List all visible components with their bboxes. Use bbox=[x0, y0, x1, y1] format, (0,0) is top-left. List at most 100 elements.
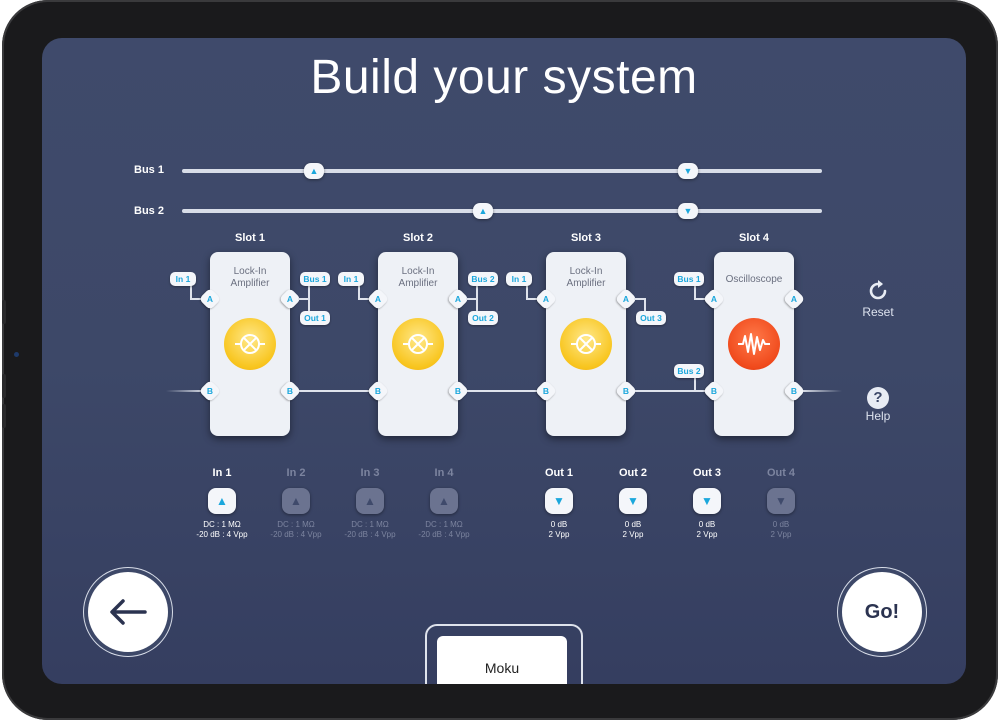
input-1-button[interactable]: ▲ bbox=[208, 488, 236, 514]
input-1[interactable]: In 1 ▲ DC : 1 MΩ -20 dB : 4 Vpp bbox=[196, 467, 248, 539]
output-2[interactable]: Out 2 ▼ 0 dB 2 Vpp bbox=[618, 467, 648, 539]
wire bbox=[694, 374, 696, 390]
help-label: Help bbox=[865, 409, 891, 423]
triangle-up-icon: ▲ bbox=[309, 165, 319, 176]
slot-1-port-a-in[interactable]: A bbox=[198, 287, 222, 311]
wire bbox=[466, 298, 478, 300]
slot-1-output-chip[interactable]: Out 1 bbox=[300, 311, 330, 325]
wire bbox=[358, 284, 360, 300]
bus-2-input-marker[interactable]: ▲ bbox=[473, 203, 493, 219]
device-selector[interactable]: Moku bbox=[437, 636, 567, 684]
go-button[interactable]: Go! bbox=[842, 572, 922, 652]
input-4[interactable]: In 4 ▲ DC : 1 MΩ -20 dB : 4 Vpp bbox=[418, 467, 470, 539]
triangle-up-icon: ▲ bbox=[478, 205, 488, 216]
bus-2-label: Bus 2 bbox=[134, 205, 164, 217]
help-icon: ? bbox=[867, 387, 889, 409]
slot-1-input-a-chip[interactable]: In 1 bbox=[170, 272, 196, 286]
slot-1-instrument-name: Lock-In Amplifier bbox=[230, 266, 270, 289]
triangle-up-icon: ▲ bbox=[438, 494, 450, 508]
slot-2-output-chip[interactable]: Bus 2 bbox=[468, 272, 498, 286]
volume-button bbox=[2, 300, 6, 324]
wire bbox=[694, 298, 710, 300]
output-4-button[interactable]: ▼ bbox=[767, 488, 795, 514]
output-4[interactable]: Out 4 ▼ 0 dB 2 Vpp bbox=[766, 467, 796, 539]
back-button[interactable] bbox=[88, 572, 168, 652]
slot-2-instrument-card[interactable]: Lock-In Amplifier bbox=[378, 252, 458, 436]
bus-2-track[interactable] bbox=[182, 209, 822, 213]
bus-1-input-marker[interactable]: ▲ bbox=[304, 163, 324, 179]
triangle-down-icon: ▼ bbox=[775, 494, 787, 508]
slot-3-port-b-in[interactable]: B bbox=[534, 379, 558, 403]
bus-1-track[interactable] bbox=[182, 169, 822, 173]
help-button[interactable]: ? Help bbox=[848, 387, 908, 423]
wire bbox=[476, 286, 478, 320]
slot-4-port-a-in[interactable]: A bbox=[702, 287, 726, 311]
triangle-up-icon: ▲ bbox=[290, 494, 302, 508]
triangle-up-icon: ▲ bbox=[216, 494, 228, 508]
camera bbox=[14, 352, 19, 357]
volume-button bbox=[2, 374, 6, 398]
triangle-down-icon: ▼ bbox=[701, 494, 713, 508]
lock-in-amplifier-icon bbox=[560, 318, 612, 370]
slot-4-instrument-card[interactable]: Oscilloscope bbox=[714, 252, 794, 436]
volume-button bbox=[2, 404, 6, 428]
reset-button[interactable]: Reset bbox=[848, 278, 908, 319]
triangle-down-icon: ▼ bbox=[553, 494, 565, 508]
wire bbox=[308, 286, 310, 320]
slot-3-instrument-card[interactable]: Lock-In Amplifier bbox=[546, 252, 626, 436]
output-1-button[interactable]: ▼ bbox=[545, 488, 573, 514]
input-3-button[interactable]: ▲ bbox=[356, 488, 384, 514]
slot-4-port-b-in[interactable]: B bbox=[702, 379, 726, 403]
output-3[interactable]: Out 3 ▼ 0 dB 2 Vpp bbox=[692, 467, 722, 539]
slot-1-port-b-out[interactable]: B bbox=[278, 379, 302, 403]
input-3[interactable]: In 3 ▲ DC : 1 MΩ -20 dB : 4 Vpp bbox=[344, 467, 396, 539]
device-selector-frame bbox=[425, 624, 583, 684]
reset-icon bbox=[869, 280, 887, 300]
slot-2-label: Slot 2 bbox=[403, 232, 433, 244]
input-2-button[interactable]: ▲ bbox=[282, 488, 310, 514]
slot-4-input-b-chip[interactable]: Bus 2 bbox=[674, 364, 704, 378]
input-2[interactable]: In 2 ▲ DC : 1 MΩ -20 dB : 4 Vpp bbox=[270, 467, 322, 539]
page-title: Build your system bbox=[310, 51, 698, 104]
output-1[interactable]: Out 1 ▼ 0 dB 2 Vpp bbox=[544, 467, 574, 539]
wire bbox=[644, 298, 646, 320]
slot-3-port-a-in[interactable]: A bbox=[534, 287, 558, 311]
slot-4-input-a-chip[interactable]: Bus 1 bbox=[674, 272, 704, 286]
slot-2-port-b-in[interactable]: B bbox=[366, 379, 390, 403]
wire bbox=[358, 298, 374, 300]
slot-4-instrument-name: Oscilloscope bbox=[725, 274, 783, 285]
triangle-down-icon: ▼ bbox=[627, 494, 639, 508]
slot-1-instrument-card[interactable]: Lock-In Amplifier bbox=[210, 252, 290, 436]
output-3-button[interactable]: ▼ bbox=[693, 488, 721, 514]
slot-1-port-b-in[interactable]: B bbox=[198, 379, 222, 403]
slot-2-port-b-out[interactable]: B bbox=[446, 379, 470, 403]
slot-1-output-chip[interactable]: Bus 1 bbox=[300, 272, 330, 286]
slot-4-port-b-out[interactable]: B bbox=[782, 379, 806, 403]
slot-2-instrument-name: Lock-In Amplifier bbox=[398, 266, 438, 289]
slot-3-output-chip[interactable]: Out 3 bbox=[636, 311, 666, 325]
slot-2-input-a-chip[interactable]: In 1 bbox=[338, 272, 364, 286]
wire bbox=[526, 298, 542, 300]
wire bbox=[190, 284, 192, 300]
lock-in-amplifier-icon bbox=[224, 318, 276, 370]
slot-3-port-b-out[interactable]: B bbox=[614, 379, 638, 403]
wire bbox=[526, 284, 528, 300]
slot-3-input-a-chip[interactable]: In 1 bbox=[506, 272, 532, 286]
signal-chain-line bbox=[166, 390, 842, 392]
output-2-button[interactable]: ▼ bbox=[619, 488, 647, 514]
wire bbox=[298, 298, 310, 300]
bus-2-output-marker[interactable]: ▼ bbox=[678, 203, 698, 219]
wire bbox=[694, 284, 696, 300]
reset-label: Reset bbox=[862, 305, 894, 319]
slot-1-label: Slot 1 bbox=[235, 232, 265, 244]
bus-1-output-marker[interactable]: ▼ bbox=[678, 163, 698, 179]
bus-1-label: Bus 1 bbox=[134, 164, 164, 176]
lock-in-amplifier-icon bbox=[392, 318, 444, 370]
input-4-button[interactable]: ▲ bbox=[430, 488, 458, 514]
slot-4-port-a-out[interactable]: A bbox=[782, 287, 806, 311]
slot-2-output-chip[interactable]: Out 2 bbox=[468, 311, 498, 325]
arrow-left-icon bbox=[110, 599, 147, 625]
device-label: Moku bbox=[484, 660, 520, 676]
slot-3-instrument-name: Lock-In Amplifier bbox=[566, 266, 606, 289]
slot-2-port-a-in[interactable]: A bbox=[366, 287, 390, 311]
